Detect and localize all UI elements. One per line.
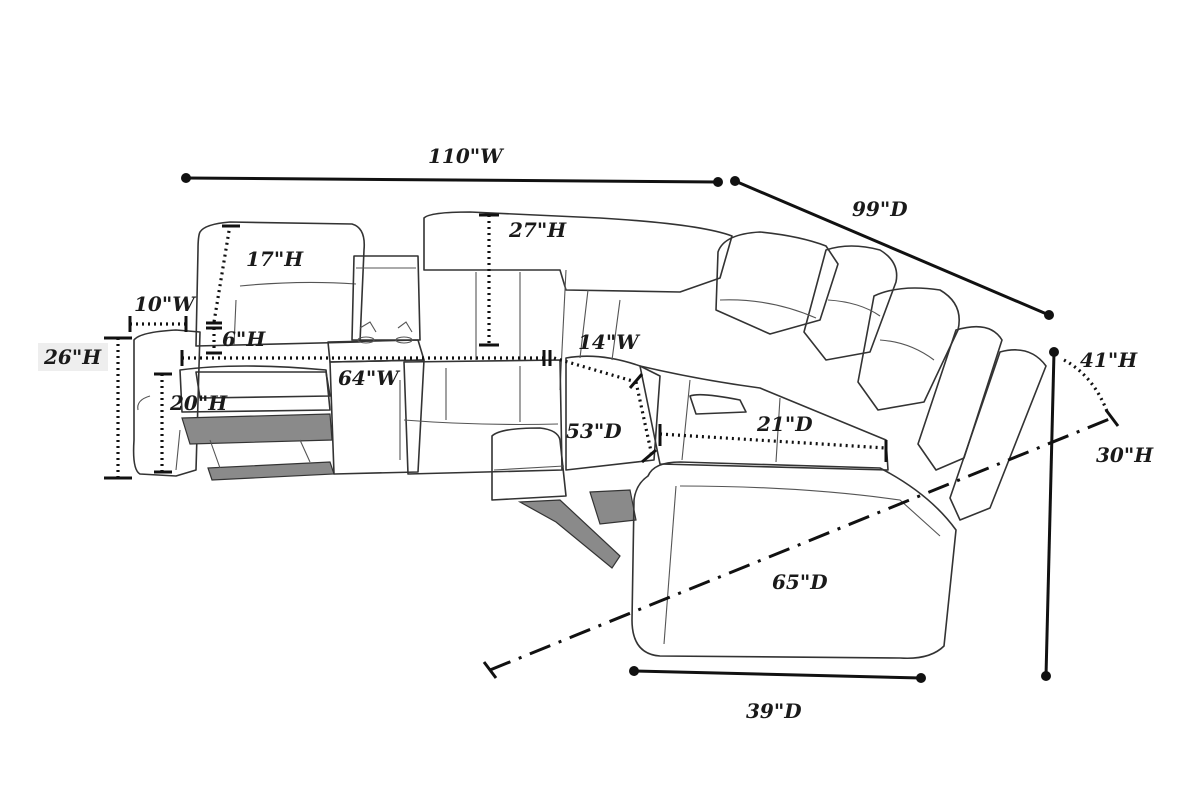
label-arm-width: 10"W: [134, 292, 197, 316]
label-back-height: 27"H: [508, 218, 567, 242]
label-arm-top-height: 6"H: [222, 327, 266, 351]
label-wedge-depth: 53"D: [566, 419, 622, 443]
dimension-lines: [104, 173, 1120, 683]
label-wedge-width: 14"W: [578, 330, 641, 354]
label-right-depth: 99"D: [852, 197, 908, 221]
label-headrest-height: 17"H: [246, 247, 304, 271]
dimension-labels: 110"W 99"D 27"H 17"H 10"W 6"H 26"H 20"H …: [38, 144, 1154, 723]
label-seat-depth: 21"D: [756, 412, 813, 436]
sofa-outline: [132, 211, 1047, 660]
label-arm-height-right: 30"H: [1096, 443, 1154, 467]
label-overall-width: 110"W: [428, 144, 505, 168]
label-seat-height: 20"H: [169, 391, 228, 415]
label-overall-height-right: 41"H: [1080, 348, 1138, 372]
label-overall-height-left: 26"H: [43, 345, 102, 369]
label-diagonal-depth: 65"D: [772, 570, 828, 594]
label-loveseat-width: 64"W: [338, 366, 401, 390]
label-chaise-depth: 39"D: [746, 699, 802, 723]
label-highlight: [38, 343, 108, 371]
